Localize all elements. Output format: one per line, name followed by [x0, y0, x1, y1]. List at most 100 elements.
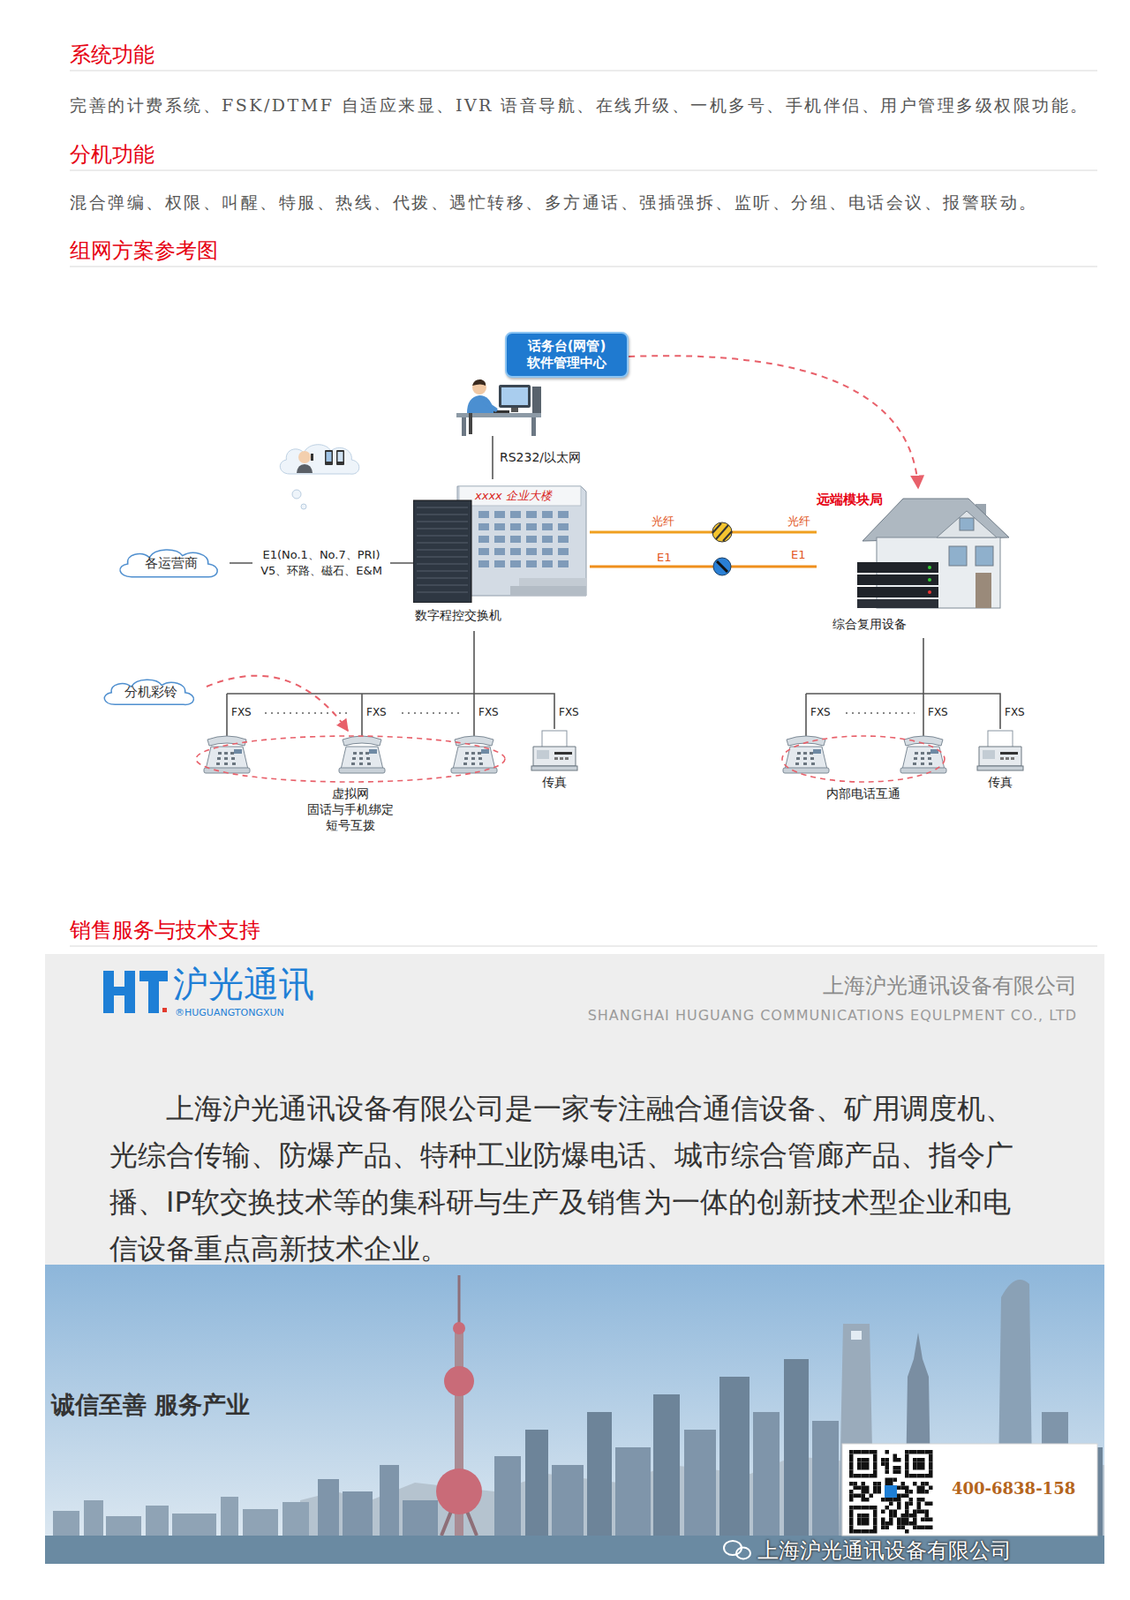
rect-shape: [925, 1450, 930, 1455]
rect-shape: [531, 766, 578, 771]
ringback-arrow: [206, 676, 348, 731]
rect-shape: [917, 1506, 922, 1511]
rect-shape: [896, 1518, 902, 1523]
qr-code: [849, 1450, 934, 1535]
rect-shape: [881, 1498, 886, 1503]
rect-shape: [896, 1521, 902, 1527]
rect-shape: [865, 1450, 870, 1455]
edge-label: E1: [656, 550, 672, 565]
brand-latin: ®HUGUANGTONGXUN: [174, 1007, 285, 1019]
rect-shape: [901, 1526, 906, 1531]
rect-shape: [783, 1359, 809, 1537]
polygon-shape: [936, 511, 997, 538]
rect-shape: [885, 1498, 890, 1503]
switch-building: xxxx 企业大楼数字程控交换机: [413, 479, 590, 632]
rect-shape: [865, 1486, 870, 1492]
rect-shape: [557, 535, 569, 543]
group-ellipses: [195, 736, 945, 783]
rect-shape: [857, 1494, 862, 1500]
rect-shape: [909, 1502, 914, 1507]
cloud-node: 分机彩铃: [97, 673, 205, 711]
rect-shape: [1010, 757, 1015, 761]
rect-shape: [849, 1518, 854, 1523]
rect-shape: [853, 1494, 859, 1500]
rect-shape: [877, 1486, 882, 1492]
link-label: 光纤: [787, 513, 811, 530]
edge-label: E1(No.1、No.7、PRI) V5、环路、磁石、E&M: [252, 547, 391, 580]
rect-shape: [326, 452, 332, 462]
port-label: FXS: [1004, 706, 1025, 719]
line-shape: [416, 521, 468, 523]
path-shape: [484, 402, 496, 410]
edge-label: RS232/以太网: [499, 450, 581, 467]
rect-shape: [912, 1526, 918, 1531]
circle-shape: [292, 489, 302, 499]
company-logo: [103, 971, 168, 1014]
rect-shape: [857, 1529, 862, 1535]
node-caption: 综合复用设备: [832, 617, 907, 633]
rect-shape: [920, 1490, 926, 1495]
rect-shape: [904, 1514, 910, 1519]
rect-shape: [501, 387, 528, 406]
rect-shape: [849, 1466, 854, 1471]
rect-shape: [861, 1506, 867, 1511]
port-label: FXS: [231, 706, 252, 719]
rect-shape: [865, 1518, 870, 1523]
connector: [589, 531, 817, 535]
rect-shape: [912, 1518, 918, 1523]
rect-shape: [103, 986, 136, 996]
circle-shape: [927, 578, 932, 582]
rect-shape: [849, 1490, 854, 1495]
rect-shape: [342, 1491, 373, 1537]
rect-shape: [928, 1458, 934, 1463]
rect-shape: [857, 1458, 862, 1463]
rect-shape: [925, 1518, 930, 1523]
rect-shape: [901, 1482, 906, 1487]
rect-shape: [849, 1529, 854, 1535]
rect-shape: [531, 417, 536, 437]
rect-shape: [925, 1490, 930, 1495]
rect-shape: [881, 1521, 886, 1527]
rect-shape: [925, 1502, 930, 1507]
rect-shape: [148, 971, 159, 1014]
rect-shape: [849, 1521, 854, 1527]
rect-shape: [853, 1486, 859, 1492]
rect-shape: [925, 1482, 930, 1487]
rect-shape: [888, 1482, 894, 1487]
rect-shape: [873, 1521, 878, 1527]
console-callout: 话务台(网管) 软件管理中心: [504, 331, 629, 378]
rect-shape: [857, 1474, 862, 1479]
rect-shape: [904, 1454, 910, 1460]
rect-shape: [885, 1521, 890, 1527]
rect-shape: [684, 1430, 716, 1537]
rect-shape: [920, 1462, 926, 1468]
rect-shape: [917, 1458, 922, 1463]
rect-shape: [105, 1516, 142, 1537]
rect-shape: [849, 1506, 854, 1511]
path-shape: [226, 693, 228, 737]
path-shape: [296, 464, 313, 474]
rect-shape: [893, 1510, 898, 1515]
rect-shape: [920, 1486, 926, 1492]
rect-shape: [857, 587, 939, 598]
rect-shape: [1000, 752, 1018, 755]
rect-shape: [917, 1462, 922, 1468]
rect-shape: [873, 1529, 878, 1535]
line-shape: [416, 578, 468, 580]
path-shape: [716, 561, 728, 573]
rect-shape: [888, 1478, 894, 1484]
rect-shape: [909, 1514, 914, 1519]
rect-shape: [904, 1450, 910, 1455]
rect-shape: [904, 1474, 910, 1479]
rect-shape: [912, 1514, 918, 1519]
port-label: FXS: [366, 706, 387, 719]
rect-shape: [865, 1466, 870, 1471]
rect-shape: [912, 1462, 918, 1468]
port-label: FXS: [927, 706, 949, 719]
rect-shape: [857, 1450, 862, 1455]
ellipse-shape: [736, 1548, 751, 1560]
line-shape: [69, 946, 1098, 948]
rect-shape: [536, 750, 550, 760]
rect-shape: [853, 1482, 859, 1487]
rect-shape: [812, 1421, 839, 1537]
